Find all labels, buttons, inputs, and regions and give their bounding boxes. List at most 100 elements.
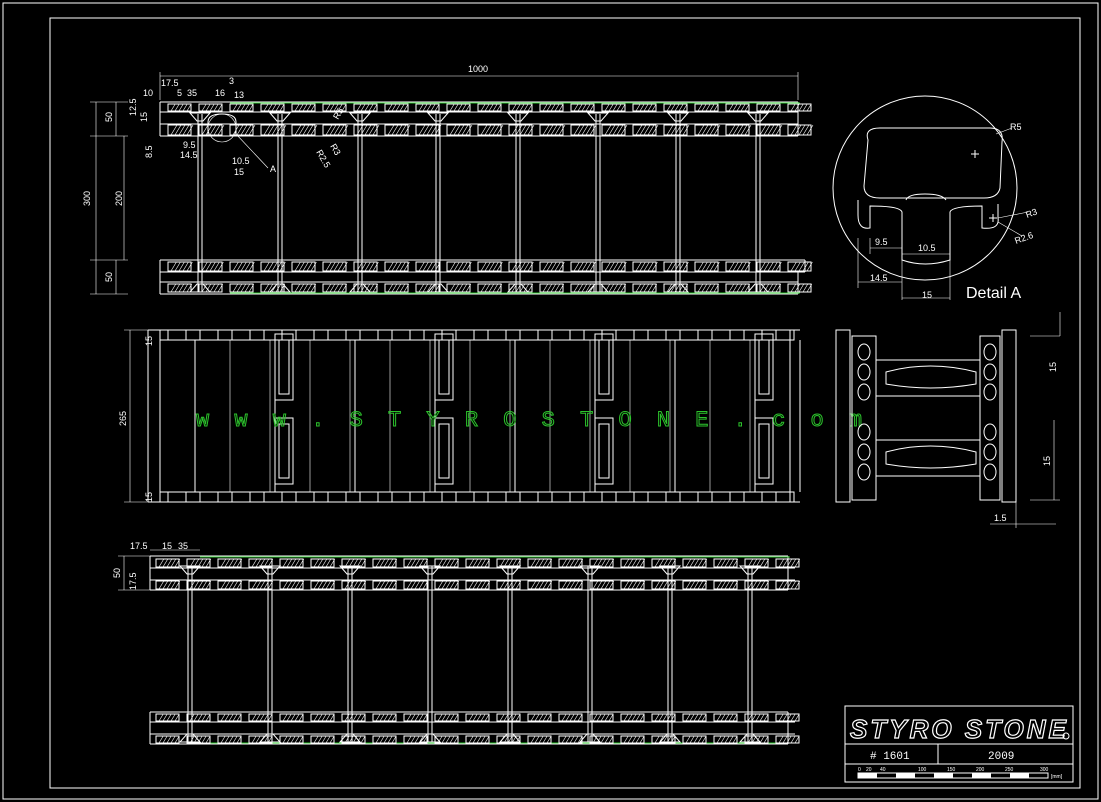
hatch-line <box>511 713 517 722</box>
hatch-line <box>441 558 448 568</box>
dim-12-5: 12.5 <box>128 98 138 116</box>
hatch-line <box>790 261 797 272</box>
hatch-line <box>554 261 561 272</box>
rail-block <box>694 103 719 112</box>
rail-block <box>167 124 192 136</box>
hatch-line <box>205 558 212 568</box>
hatch-line <box>542 735 548 744</box>
side-hole <box>857 343 871 361</box>
hatch-line <box>798 283 805 293</box>
rail-block <box>403 713 428 722</box>
hatch-line <box>251 713 257 722</box>
top-slot <box>679 329 699 341</box>
top-slot <box>551 329 571 341</box>
hatch-line <box>744 261 751 272</box>
top-slot <box>519 329 539 341</box>
hatch-line <box>205 261 212 272</box>
rail-block <box>694 261 719 272</box>
hatch-line <box>406 713 412 722</box>
hatch-line <box>728 124 736 136</box>
top-slot <box>583 329 603 341</box>
bottom-slot <box>487 491 507 503</box>
hatch-line <box>759 124 767 136</box>
hatch-line <box>449 558 456 568</box>
rail-block <box>682 735 707 744</box>
hatch-line <box>399 103 405 112</box>
hatch-line <box>356 103 362 112</box>
hatch-line <box>228 558 235 568</box>
hatch-line <box>263 124 271 136</box>
hatch-line <box>228 735 234 744</box>
hatch-line <box>542 103 548 112</box>
hatch-line <box>170 713 176 722</box>
hatch-line <box>344 580 351 590</box>
rail-block <box>186 735 211 744</box>
hatch-line <box>798 124 806 136</box>
bottom-slot <box>295 491 315 503</box>
hatch-line <box>569 580 576 590</box>
tie-head <box>426 283 450 293</box>
hatch-line <box>298 124 306 136</box>
hatch-line <box>329 103 335 112</box>
side-hole <box>983 463 997 481</box>
mid-height-265: 265 <box>118 411 128 426</box>
rail-block <box>620 735 645 744</box>
hatch-line <box>445 558 452 568</box>
hatch-line <box>162 558 169 568</box>
hatch-line <box>476 713 482 722</box>
hatch-line <box>693 735 699 744</box>
hatch-line <box>375 580 382 590</box>
hatch-line <box>445 713 451 722</box>
hatch-line <box>523 124 531 136</box>
top-slot <box>647 329 667 341</box>
hatch-line <box>220 713 226 722</box>
hatch-line <box>174 713 180 722</box>
scale-tick-label: 100 <box>918 767 927 773</box>
hatch-line <box>484 261 491 272</box>
rail-block <box>353 261 378 272</box>
hatch-line <box>468 558 475 568</box>
bottom-slot <box>263 491 283 503</box>
drawing-number: # 1601 <box>870 751 910 763</box>
hatch-line <box>581 283 588 293</box>
rail-block <box>291 261 316 272</box>
hatch-line <box>589 261 596 272</box>
hatch-line <box>465 283 472 293</box>
hatch-line <box>546 580 553 590</box>
hatch-line <box>534 558 541 568</box>
hatch-line <box>689 558 696 568</box>
hatch-line <box>197 713 203 722</box>
bot-dim-17-5: 17.5 <box>130 541 148 551</box>
hatch-line <box>623 713 629 722</box>
hatch-line <box>794 103 800 112</box>
hatch-line <box>178 103 184 112</box>
hatch-line <box>325 124 333 136</box>
hatch-line <box>550 261 557 272</box>
hatch-line <box>166 735 172 744</box>
hatch-line <box>623 558 630 568</box>
hatch-line <box>468 713 474 722</box>
hatch-line <box>465 103 471 112</box>
hatch-line <box>480 283 487 293</box>
hatch-line <box>329 124 337 136</box>
rail-block <box>651 713 676 722</box>
hatch-line <box>383 735 389 744</box>
hatch-line <box>298 283 305 293</box>
rail-block <box>260 103 285 112</box>
hatch-line <box>554 124 562 136</box>
rail-block <box>167 103 192 112</box>
hatch-line <box>174 283 181 293</box>
hatch-line <box>263 283 270 293</box>
drawing-year: 2009 <box>988 751 1014 763</box>
bottom-slot <box>519 491 539 503</box>
hatch-line <box>480 735 486 744</box>
hatch-line <box>186 124 194 136</box>
hatch-line <box>635 283 642 293</box>
hatch-line <box>468 580 475 590</box>
bottom-slot <box>743 491 763 503</box>
hatch-line <box>379 580 386 590</box>
hatch-line <box>589 124 597 136</box>
side-view: 15 15 1.5 <box>835 312 1061 528</box>
hatch-line <box>244 124 252 136</box>
